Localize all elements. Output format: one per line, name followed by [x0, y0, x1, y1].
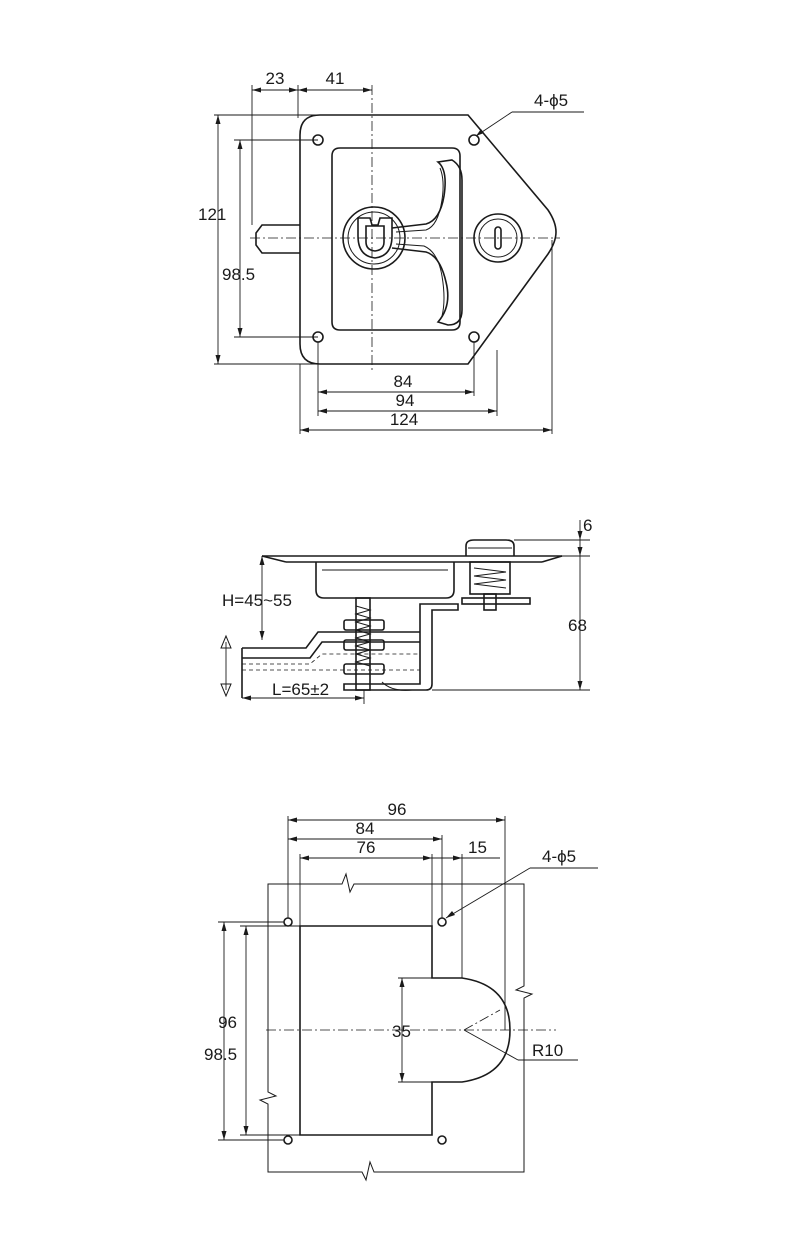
- dim-35-label: 35: [392, 1022, 411, 1041]
- holes-callout-label: 4-ϕ5: [534, 91, 568, 110]
- nut-lower: [343, 663, 385, 675]
- dim-15-label: 15: [468, 838, 487, 857]
- latch-stub: [255, 224, 300, 254]
- dim-41-label: 41: [326, 69, 345, 88]
- nut-middle: [343, 639, 385, 651]
- arrow-up-icon: [220, 634, 232, 649]
- dim-76-label: 76: [357, 838, 376, 857]
- panel-outline: [258, 872, 534, 1182]
- t-handle-edge-upper: [395, 167, 444, 233]
- lock-cap: [465, 539, 515, 556]
- dim-98-5-label: 98.5: [222, 265, 255, 284]
- dim-121-label: 121: [198, 205, 226, 224]
- mounting-hole-icon: [468, 331, 480, 343]
- mounting-hole-icon: [283, 917, 293, 927]
- recess-outline: [331, 147, 461, 331]
- lock-cam: [461, 597, 531, 605]
- latch-bar-bottom: [242, 641, 420, 659]
- dim-96-left-label: 96: [218, 1013, 237, 1032]
- mounting-bracket: [343, 603, 459, 691]
- front-view: 23 41 4-ϕ5 121 98.5 84 94: [198, 69, 584, 434]
- radius-centerline: [463, 1009, 501, 1031]
- dim-96-top-label: 96: [388, 800, 407, 819]
- stem-thread: [354, 605, 372, 667]
- dim-98-5-label: 98.5: [204, 1045, 237, 1064]
- arrow-down-icon: [220, 683, 232, 698]
- recess-cup: [315, 562, 455, 599]
- dim-84-label: 84: [356, 819, 375, 838]
- radius-leader: [463, 1029, 519, 1061]
- t-handle-core: [357, 217, 393, 259]
- dim-6-label: 6: [583, 516, 592, 535]
- outer-plate-outline: [299, 114, 557, 365]
- dim-94-label: 94: [396, 391, 415, 410]
- latch-bar-top: [242, 631, 420, 649]
- radius-label: R10: [532, 1041, 563, 1060]
- key-slot-icon: [494, 226, 502, 250]
- side-view: H=45~55 L=65±2 6 68: [220, 516, 592, 704]
- t-handle-edge-lower: [395, 243, 445, 317]
- dim-h-label: H=45~55: [222, 591, 292, 610]
- lock-spring: [473, 567, 507, 589]
- mounting-hole-icon: [437, 917, 447, 927]
- lock-shaft: [483, 593, 497, 611]
- mounting-hole-icon: [437, 1135, 447, 1145]
- dim-84-label: 84: [394, 372, 413, 391]
- t-handle-slot: [365, 225, 385, 252]
- dim-124-label: 124: [390, 410, 418, 429]
- nut-upper: [343, 619, 385, 631]
- bracket-hook: [381, 681, 413, 691]
- latch-bar-alt: [242, 653, 420, 665]
- flange-ends: [261, 555, 563, 563]
- dim-l-label: L=65±2: [272, 680, 329, 699]
- holes-leader: [445, 867, 531, 919]
- mounting-hole-icon: [468, 134, 480, 146]
- holes-callout-label: 4-ϕ5: [542, 847, 576, 866]
- mounting-hole-icon: [283, 1135, 293, 1145]
- dim-68-label: 68: [568, 616, 587, 635]
- t-handle-wing: [391, 159, 463, 326]
- cutout-view: 96 84 76 15 4-ϕ5 96 98.5: [204, 800, 598, 1182]
- dim-23-label: 23: [266, 69, 285, 88]
